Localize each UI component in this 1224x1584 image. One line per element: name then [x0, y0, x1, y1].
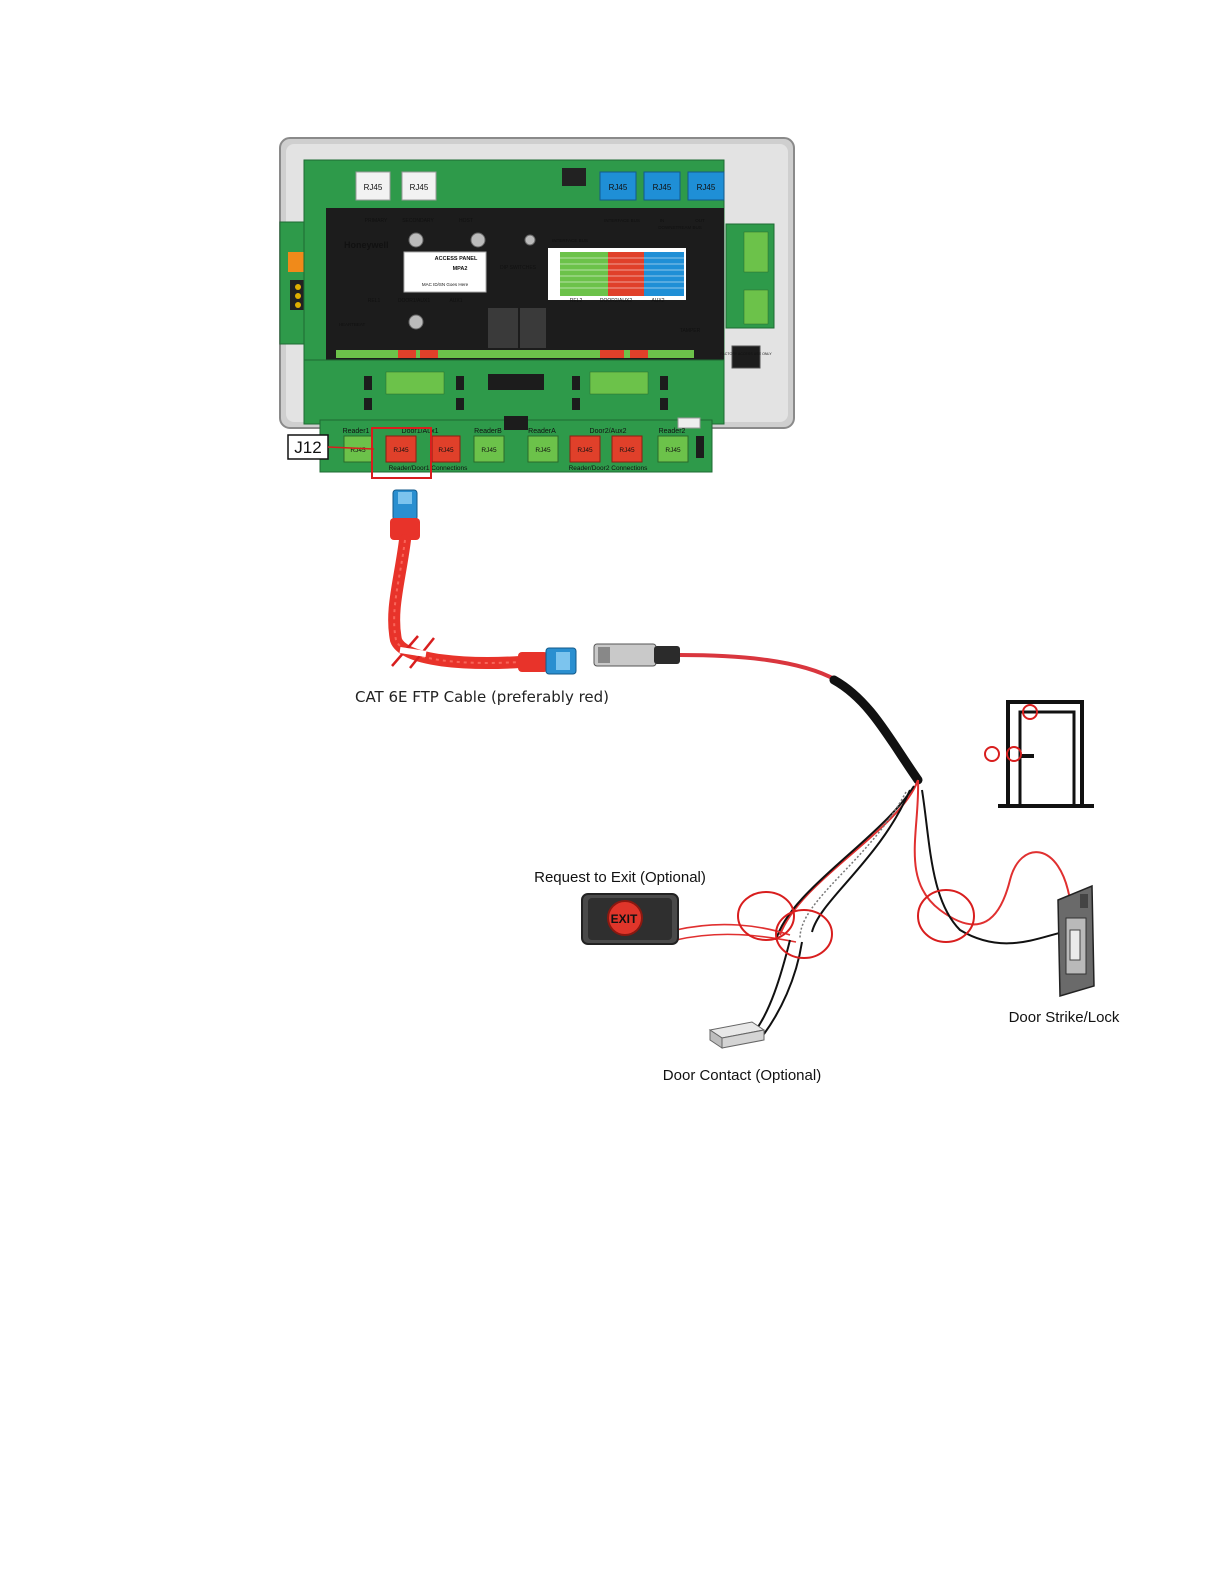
group-door1-aux1: Door1/Aux1: [402, 428, 439, 435]
bottom-label-door2: Reader/Door2 Connections: [569, 465, 649, 472]
rex-button: EXIT: [581, 893, 679, 945]
group-door2-aux2: Door2/Aux2: [590, 428, 627, 435]
header-in: IN: [660, 218, 665, 223]
door-contact-icon: [708, 1021, 766, 1049]
dip-table: [548, 248, 686, 300]
access-panel: RJ45 RJ45 RJ45 RJ45 RJ45 PRIMARY SECONDA…: [279, 137, 795, 429]
section-door1-aux1: DOOR1/AUX1: [398, 298, 430, 304]
panel-label-title: ACCESS PANEL: [435, 256, 478, 262]
cable-label: CAT 6E FTP Cable (preferably red): [355, 688, 609, 706]
section-rel1: REL1: [368, 298, 381, 304]
port-5-label: RJ45: [535, 447, 551, 454]
header-secondary: SECONDARY: [402, 218, 434, 224]
door-strike-icon: [1057, 884, 1095, 997]
port-7-label: RJ45: [619, 447, 635, 454]
port-3-label: RJ45: [438, 447, 454, 454]
port-4-label: RJ45: [481, 447, 497, 454]
section-aux1: AUX1: [449, 298, 462, 304]
port-2-label: RJ45: [393, 447, 409, 454]
selected-port-highlight: [371, 427, 432, 479]
cat-cable: [388, 489, 577, 675]
rex-button-label: EXIT: [611, 912, 638, 926]
rex-label: Request to Exit (Optional): [534, 869, 706, 886]
section-door2-aux2: DOOR2/AUX2: [600, 298, 632, 304]
top-port-2-label: RJ45: [410, 183, 429, 192]
section-tamper: TAMPER: [680, 328, 701, 334]
top-port-3-label: RJ45: [609, 183, 628, 192]
j12-label: J12: [294, 438, 321, 457]
panel-label-model: MPA2: [453, 266, 468, 272]
j12-tag: [287, 434, 329, 460]
top-port-1-label: RJ45: [364, 183, 383, 192]
top-port-4-label: RJ45: [653, 183, 672, 192]
port-1-label: RJ45: [350, 447, 366, 454]
group-reader2: Reader2: [659, 428, 686, 435]
group-reader1: Reader1: [343, 428, 370, 435]
header-downstream-bus: DOWNSTREAM BUS: [658, 225, 702, 230]
strike-label: Door Strike/Lock: [1009, 1009, 1120, 1026]
reader-board: Reader1 Door1/Aux1 ReaderB ReaderA Door2…: [287, 359, 725, 479]
group-readerb: ReaderB: [474, 428, 502, 435]
bottom-label-door1: Reader/Door1 Connections: [389, 465, 469, 472]
section-heartbeat: HEARTBEAT: [339, 322, 366, 327]
section-aux2: AUX2: [651, 298, 664, 304]
port-6-label: RJ45: [577, 447, 593, 454]
section-dip-switches: DIP SWITCHES: [500, 265, 537, 271]
header-out: OUT: [695, 218, 705, 223]
panel-label-mac: MAC ID/SN Goes Here: [422, 282, 469, 287]
section-rel2: REL2: [570, 298, 583, 304]
port-8-label: RJ45: [665, 447, 681, 454]
contact-label: Door Contact (Optional): [663, 1067, 821, 1084]
door-icon: [984, 700, 1094, 808]
top-port-5-label: RJ45: [697, 183, 716, 192]
section-interface-bus: INTERFACE BUS: [552, 238, 588, 243]
header-host: HOST: [459, 218, 473, 224]
brand-honeywell: Honeywell: [344, 240, 389, 250]
header-primary: PRIMARY: [365, 218, 388, 224]
wire-harness: [593, 643, 1079, 1035]
group-readera: ReaderA: [528, 428, 556, 435]
header-interface-bus: INTERFACE BUS: [604, 218, 640, 223]
factory-access-label: FACTORY ACCESS USE ONLY: [720, 352, 772, 356]
